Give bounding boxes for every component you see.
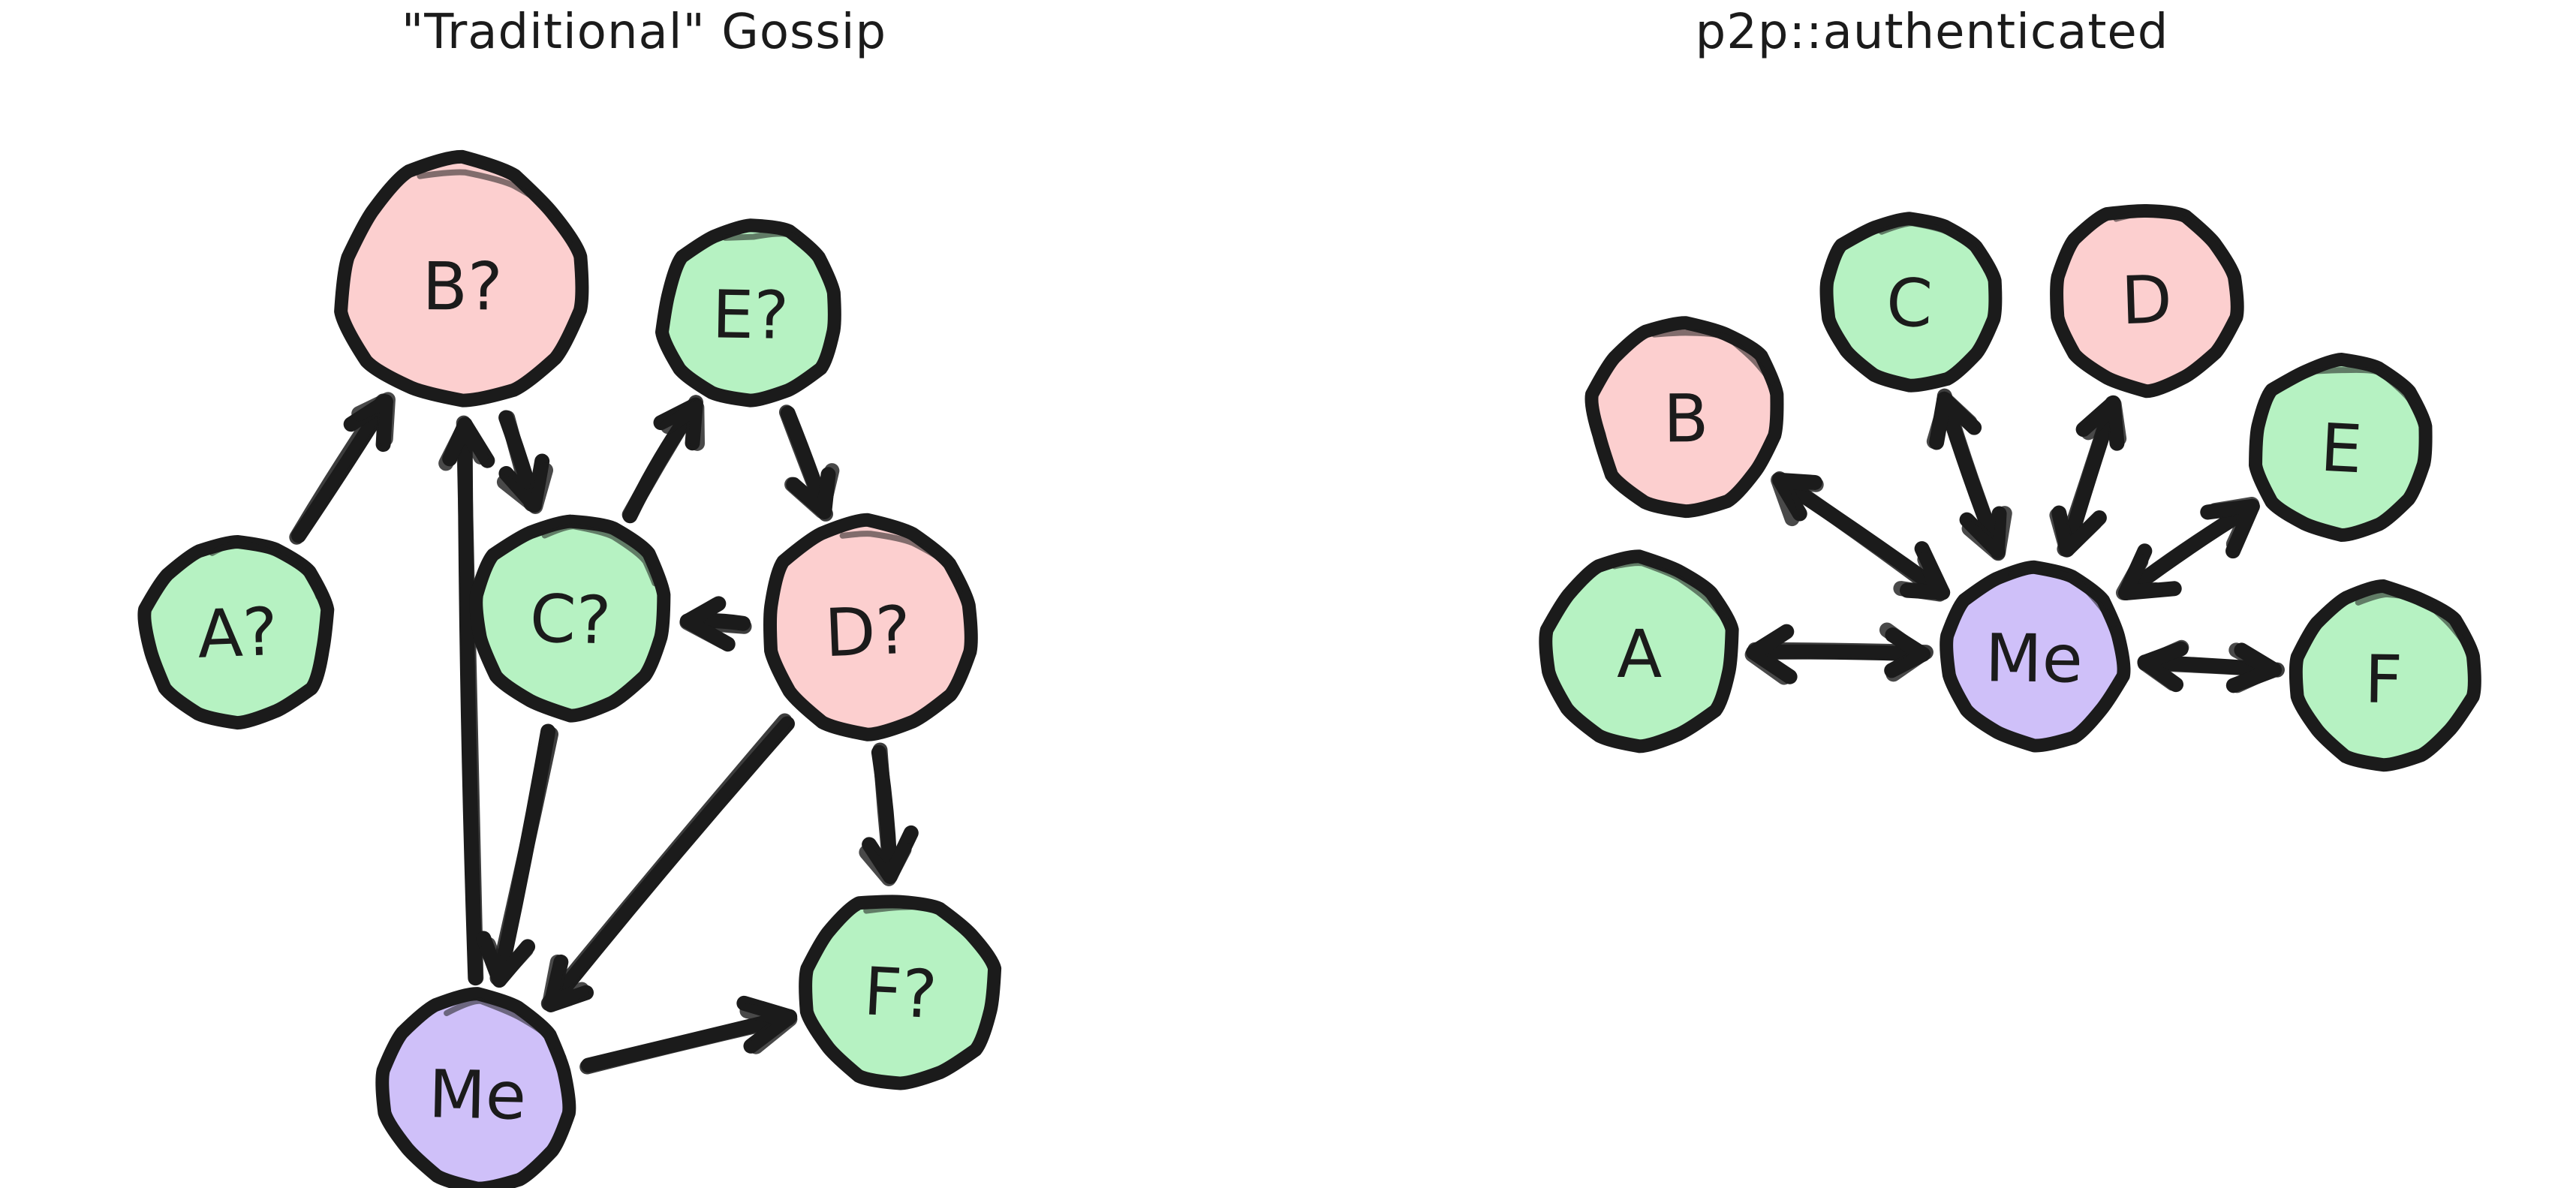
node-a[interactable]: A? bbox=[137, 534, 335, 730]
node-shape bbox=[137, 534, 335, 730]
node-shape bbox=[469, 514, 671, 723]
edge-me-to-b bbox=[438, 415, 495, 986]
panel-traditional-gossip: "Traditional" Gossip B? E? A? C? D? F? Me bbox=[137, 5, 1002, 1188]
edge-d-to-f bbox=[859, 742, 919, 886]
node-shape-retrace bbox=[1550, 560, 1736, 743]
node-c[interactable]: C bbox=[1819, 212, 2003, 392]
edge-me-to-e bbox=[2116, 497, 2260, 601]
node-shape-retrace bbox=[814, 904, 998, 1084]
edge-me-to-d bbox=[2049, 395, 2127, 558]
node-d[interactable]: D bbox=[2050, 204, 2244, 399]
panel-title-traditional-gossip: "Traditional" Gossip bbox=[401, 5, 887, 60]
edge-d-to-c bbox=[679, 596, 752, 652]
node-shape-retrace bbox=[665, 230, 837, 401]
node-shape bbox=[1539, 549, 1739, 753]
edge-c-to-e bbox=[621, 395, 706, 524]
node-shape-retrace bbox=[148, 539, 329, 726]
edge-me-to-f bbox=[2137, 639, 2285, 693]
node-shape-retrace bbox=[1951, 567, 2126, 746]
node-shape bbox=[1819, 212, 2003, 392]
edge-me-to-b bbox=[1771, 471, 1951, 602]
edge-me-to-f bbox=[579, 995, 798, 1075]
node-shape-retrace bbox=[2299, 591, 2477, 771]
node-d[interactable]: D? bbox=[763, 513, 978, 741]
edge-c-to-me bbox=[476, 723, 558, 988]
panel-title-p2p-authenticated: p2p::authenticated bbox=[1695, 5, 2169, 60]
node-b[interactable]: B? bbox=[334, 149, 589, 408]
node-shape-retrace bbox=[2258, 366, 2433, 532]
node-f[interactable]: F bbox=[2289, 579, 2481, 772]
edge-me-to-a bbox=[1744, 622, 1934, 685]
node-e[interactable]: E bbox=[2249, 353, 2433, 543]
edge-layer bbox=[1744, 388, 2285, 693]
node-shape bbox=[1584, 316, 1784, 519]
node-shape-retrace bbox=[479, 523, 667, 717]
node-layer: B? E? A? C? D? F? Me bbox=[137, 149, 1002, 1188]
edge-d-to-me bbox=[540, 713, 795, 1012]
node-f[interactable]: F? bbox=[799, 895, 1002, 1090]
edge-me-to-c bbox=[1926, 388, 2012, 561]
node-shape-retrace bbox=[2060, 209, 2240, 395]
node-shape bbox=[334, 149, 589, 408]
node-b[interactable]: B bbox=[1584, 316, 1784, 519]
node-shape bbox=[375, 987, 576, 1188]
graph-traditional-gossip: B? E? A? C? D? F? Me bbox=[137, 149, 1002, 1188]
node-shape-retrace bbox=[348, 169, 586, 408]
node-shape bbox=[1940, 560, 2131, 753]
node-c[interactable]: C? bbox=[469, 514, 671, 723]
edge-e-to-d bbox=[778, 405, 840, 522]
node-e[interactable]: E? bbox=[655, 218, 841, 408]
node-shape-retrace bbox=[773, 531, 971, 732]
edge-a-to-b bbox=[289, 392, 396, 545]
node-shape-retrace bbox=[1827, 220, 1999, 391]
node-shape-retrace bbox=[387, 997, 575, 1183]
edge-layer bbox=[289, 392, 919, 1075]
node-a[interactable]: A bbox=[1539, 549, 1739, 753]
node-me[interactable]: Me bbox=[375, 987, 576, 1188]
node-shape-retrace bbox=[1596, 329, 1783, 515]
edge-b-to-c bbox=[496, 410, 554, 514]
node-shape bbox=[763, 513, 978, 741]
node-me[interactable]: Me bbox=[1940, 560, 2131, 753]
node-shape bbox=[2289, 579, 2481, 772]
